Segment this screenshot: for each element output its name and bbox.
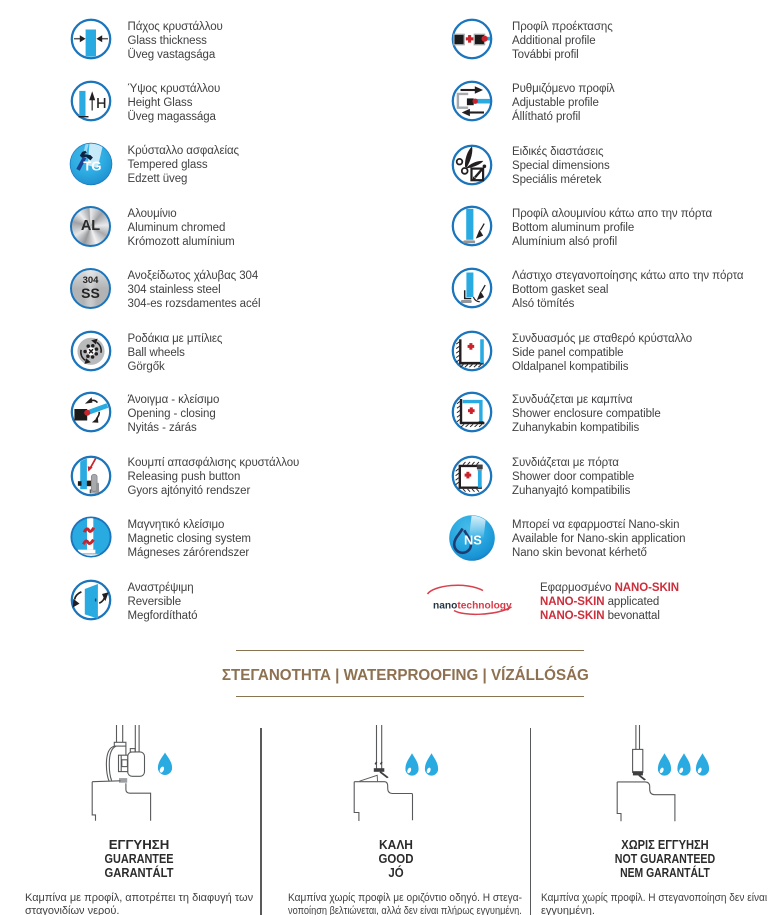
svg-text:NS: NS xyxy=(464,533,482,548)
svg-text:nanotechnology: nanotechnology xyxy=(433,601,512,612)
svg-text:TG: TG xyxy=(83,158,101,173)
